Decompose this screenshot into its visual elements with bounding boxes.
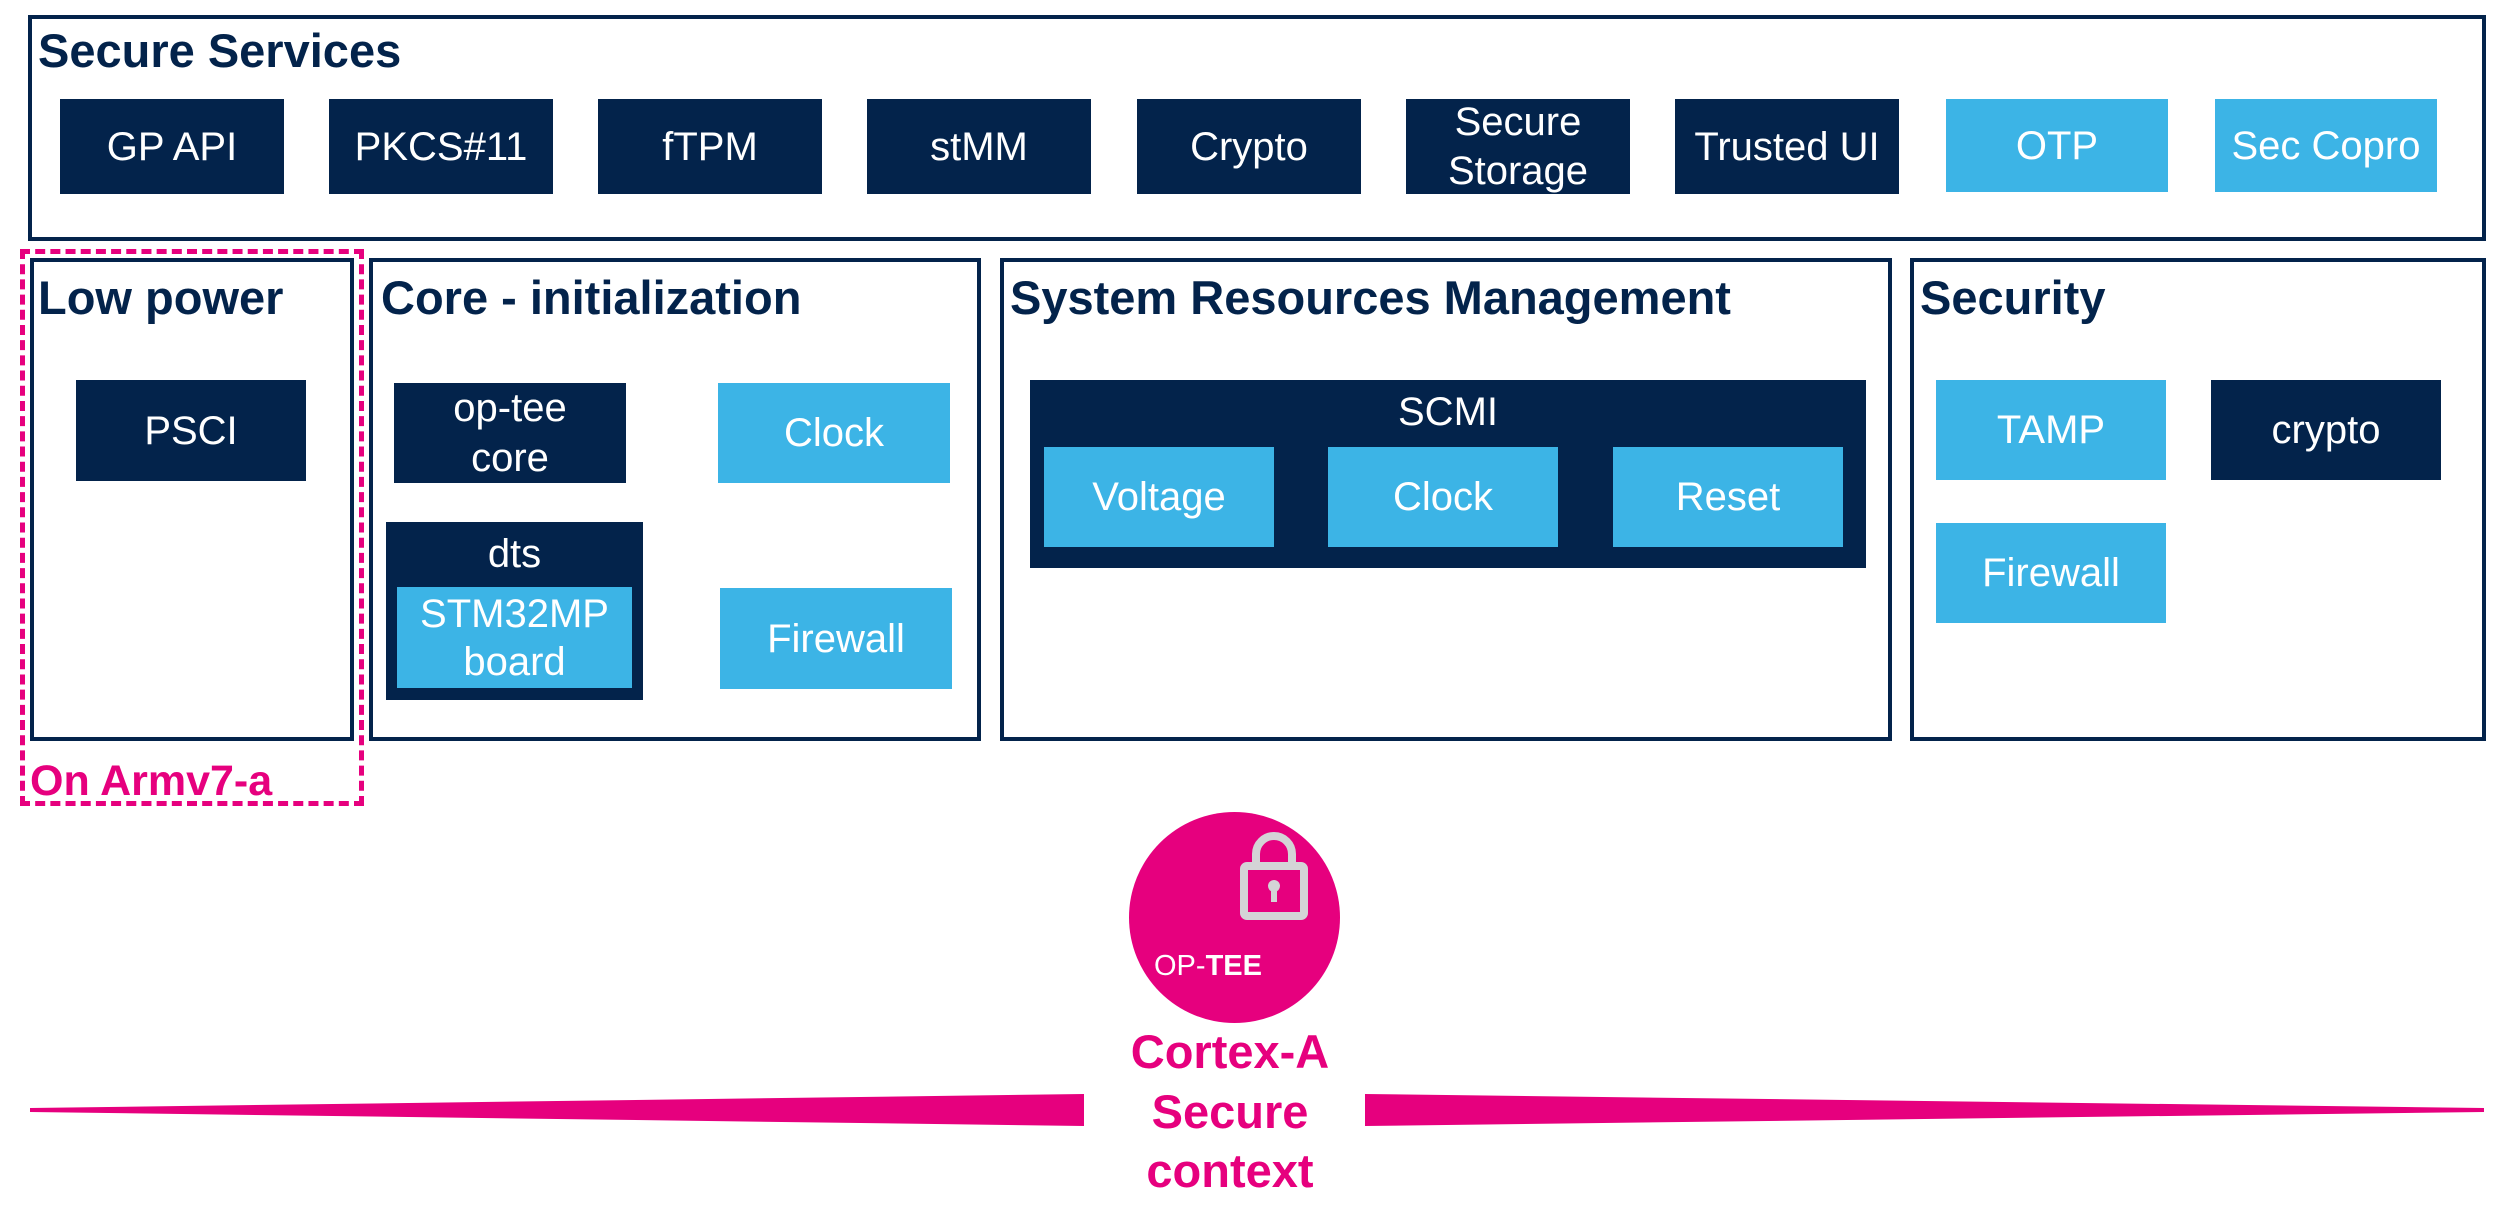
optee-logo-bold: TEE xyxy=(1205,950,1262,982)
low-power-title: Low power xyxy=(38,271,284,324)
scmi-voltage-box: Voltage xyxy=(1044,447,1274,547)
tamp-box: TAMP xyxy=(1936,380,2166,480)
lock-icon xyxy=(1240,832,1308,920)
service-ftpm: fTPM xyxy=(598,99,822,194)
cortex-a-context-label: Cortex-A Secure context xyxy=(1130,1025,1330,1198)
service-stmm: stMM xyxy=(867,99,1091,194)
armv7-dashed-outline xyxy=(20,249,364,806)
security-title: Security xyxy=(1920,271,2106,324)
service-secure-storage: Secure Storage xyxy=(1406,99,1630,194)
core-clock-box: Clock xyxy=(718,383,950,483)
low-power-panel: Low power xyxy=(30,258,354,741)
optee-core-box: op-tee core xyxy=(394,383,626,483)
scmi-reset-box: Reset xyxy=(1613,447,1843,547)
optee-logo-text: OP-TEE xyxy=(1154,950,1262,983)
service-trusted-ui: Trusted UI xyxy=(1675,99,1899,194)
service-gp-api: GP API xyxy=(60,99,284,194)
scmi-box: SCMI Voltage Clock Reset xyxy=(1030,380,1866,568)
secure-services-title: Secure Services xyxy=(38,24,402,77)
armv7-label: On Armv7-a xyxy=(30,757,273,805)
psci-box: PSCI xyxy=(76,380,306,481)
srm-title: System Resources Management xyxy=(1010,271,1731,324)
stm32mp-board-box: STM32MP board xyxy=(397,587,632,688)
optee-logo-prefix: OP- xyxy=(1154,950,1206,982)
optee-logo: OP-TEE xyxy=(1129,812,1340,1023)
security-panel: Security xyxy=(1910,258,2486,741)
service-otp: OTP xyxy=(1946,99,2168,192)
core-init-title: Core - initialization xyxy=(381,271,802,324)
dts-label: dts xyxy=(487,532,542,576)
service-crypto: Crypto xyxy=(1137,99,1361,194)
security-crypto-box: crypto xyxy=(2211,380,2441,480)
service-sec-copro: Sec Copro xyxy=(2215,99,2437,192)
scmi-label: SCMI xyxy=(1398,390,1498,434)
security-firewall-box: Firewall xyxy=(1936,523,2166,623)
dts-box: dts STM32MP board xyxy=(386,522,643,700)
service-pkcs11: PKCS#11 xyxy=(329,99,553,194)
context-baseline xyxy=(30,1094,2484,1126)
scmi-clock-box: Clock xyxy=(1328,447,1558,547)
core-firewall-box: Firewall xyxy=(720,588,952,689)
